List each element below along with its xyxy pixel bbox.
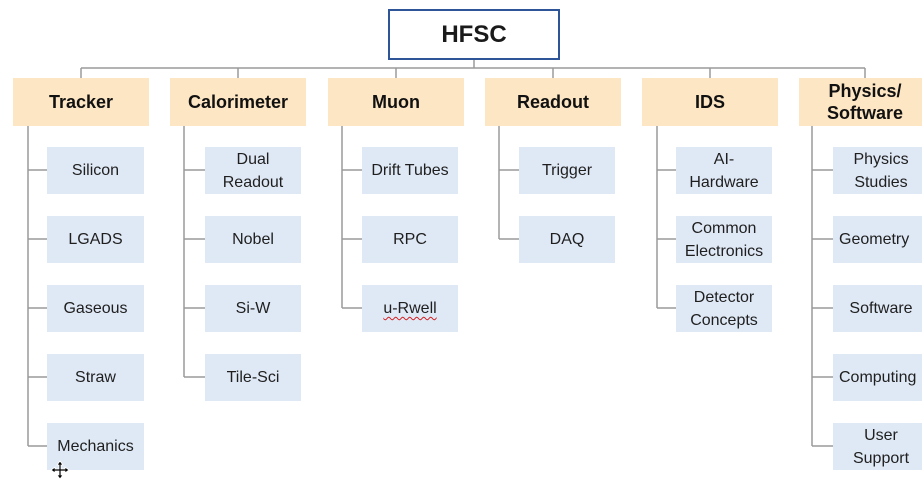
node-u-rwell: u-Rwell [362,285,458,332]
node-straw: Straw [47,354,144,401]
node-detector-concepts: Detector Concepts [676,285,772,332]
node-dual-readout: Dual Readout [205,147,301,194]
header-readout: Readout [485,78,621,126]
node-rpc: RPC [362,216,458,263]
header-muon: Muon [328,78,464,126]
node-computing: Computing [833,354,922,401]
node-nobel: Nobel [205,216,301,263]
move-cursor-icon [50,460,70,480]
node-mechanics: Mechanics [47,423,144,470]
node-gaseous: Gaseous [47,285,144,332]
header-tracker: Tracker [13,78,149,126]
node-trigger: Trigger [519,147,615,194]
header-calorimeter: Calorimeter [170,78,306,126]
root-node: HFSC [388,9,560,60]
header-ids: IDS [642,78,778,126]
u-rwell-label: u-Rwell [383,300,437,317]
connector-group [27,60,866,447]
node-ai-hardware: AI- Hardware [676,147,772,194]
node-daq: DAQ [519,216,615,263]
node-tile-sci: Tile-Sci [205,354,301,401]
node-common-electronics: Common Electronics [676,216,772,263]
node-drift-tubes: Drift Tubes [362,147,458,194]
node-software: Software [833,285,922,332]
node-physics-studies: Physics Studies [833,147,922,194]
node-si-w: Si-W [205,285,301,332]
header-physics-software: Physics/ Software [799,78,922,126]
node-user-support: User Support [833,423,922,470]
node-geometry: Geometry [833,216,922,263]
node-silicon: Silicon [47,147,144,194]
node-lgads: LGADS [47,216,144,263]
